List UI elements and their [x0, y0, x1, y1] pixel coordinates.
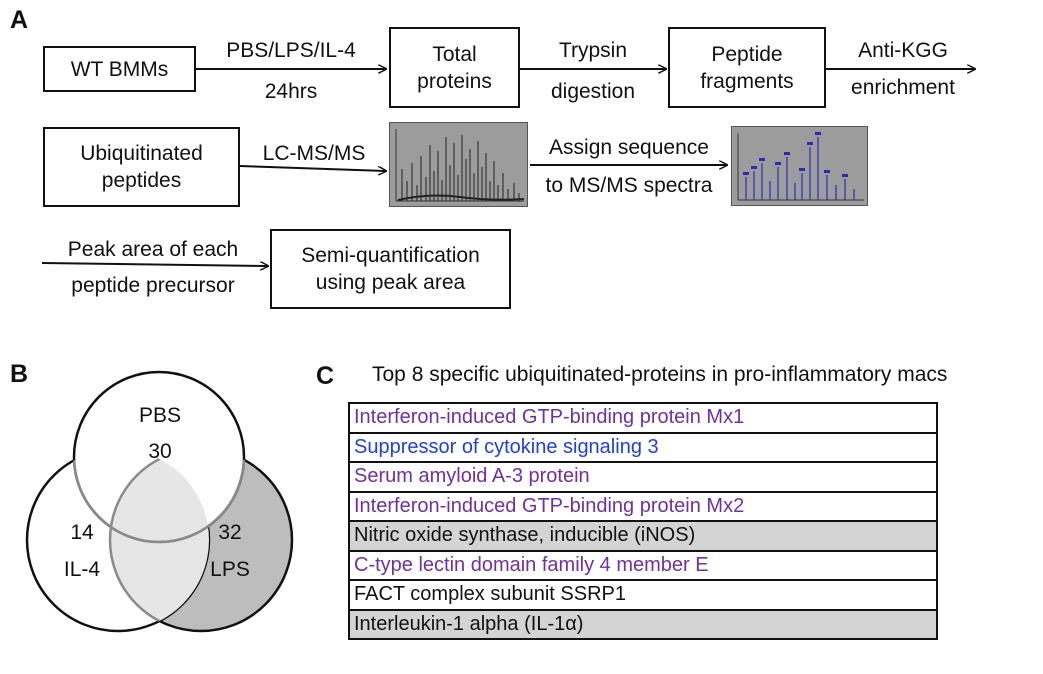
wt-bmms-box: WT BMMs: [43, 46, 196, 92]
peptide-fragments-box: Peptide fragments: [668, 27, 826, 108]
peptide-fragments-line1: Peptide: [711, 42, 783, 66]
ubiquitinated-peptides-box: Ubiquitinated peptides: [43, 127, 240, 207]
venn-il4-label: IL-4: [63, 558, 101, 581]
lcms-spectrum-image: [389, 122, 528, 207]
table-row: Nitric oxide synthase, inducible (iNOS): [350, 520, 936, 550]
table-row: FACT complex subunit SSRP1: [350, 579, 936, 609]
table-row: Interferon-induced GTP-binding protein M…: [350, 490, 936, 520]
ubiquitinated-protein-table: Interferon-induced GTP-binding protein M…: [348, 402, 938, 640]
total-proteins-line2: proteins: [417, 69, 492, 93]
semiquant-line2: using peak area: [315, 271, 466, 294]
treatment-label: PBS/LPS/IL-4: [226, 39, 356, 62]
semiquant-line1: Semi-quantification: [301, 244, 480, 267]
table-row: C-type lectin domain family 4 member E: [350, 549, 936, 579]
semi-quantification-box: Semi-quantification using peak area: [270, 229, 511, 309]
table-row: Interleukin-1 alpha (IL-1α): [350, 608, 936, 640]
venn-il4-count: 14: [70, 521, 94, 544]
venn-pbs-count: 30: [148, 440, 172, 463]
table-row: Serum amyloid A-3 protein: [350, 461, 936, 491]
antikgg-label: Anti-KGG: [858, 39, 948, 62]
total-proteins-line1: Total: [432, 42, 477, 66]
peptide-fragments-line2: fragments: [700, 69, 794, 93]
ub-peptides-line1: Ubiquitinated: [80, 142, 203, 165]
panel-a-letter: A: [10, 6, 29, 34]
to-msms-spectra-label: to MS/MS spectra: [545, 174, 713, 197]
venn-pbs-label: PBS: [138, 404, 182, 427]
panel-c-letter: C: [316, 362, 335, 390]
enrichment-label: enrichment: [851, 76, 955, 99]
panel-b-letter: B: [10, 360, 29, 388]
ub-peptides-line2: peptides: [101, 169, 182, 192]
venn-overlap-region: [110, 449, 209, 631]
treatment-time: 24hrs: [264, 80, 318, 103]
panel-c-title: Top 8 specific ubiquitinated-proteins in…: [372, 363, 948, 386]
peptide-precursor-label: peptide precursor: [71, 274, 235, 297]
total-proteins-box: Total proteins: [389, 27, 520, 108]
venn-lps-count: 32: [218, 521, 242, 544]
venn-lps-label: LPS: [210, 558, 250, 581]
arrow-lcms: [239, 165, 386, 171]
arrow-peak-area: [41, 263, 268, 266]
table-row: Suppressor of cytokine signaling 3: [350, 431, 936, 461]
table-row: Interferon-induced GTP-binding protein M…: [350, 402, 936, 432]
wt-bmms-label: WT BMMs: [70, 57, 169, 81]
peak-area-label: Peak area of each: [67, 238, 239, 261]
lcms-label: LC-MS/MS: [262, 142, 366, 165]
msms-spectrum-image: [731, 126, 868, 206]
assign-sequence-label: Assign sequence: [549, 136, 709, 159]
trypsin-label: Trypsin: [558, 39, 628, 62]
digestion-label: digestion: [550, 80, 636, 103]
